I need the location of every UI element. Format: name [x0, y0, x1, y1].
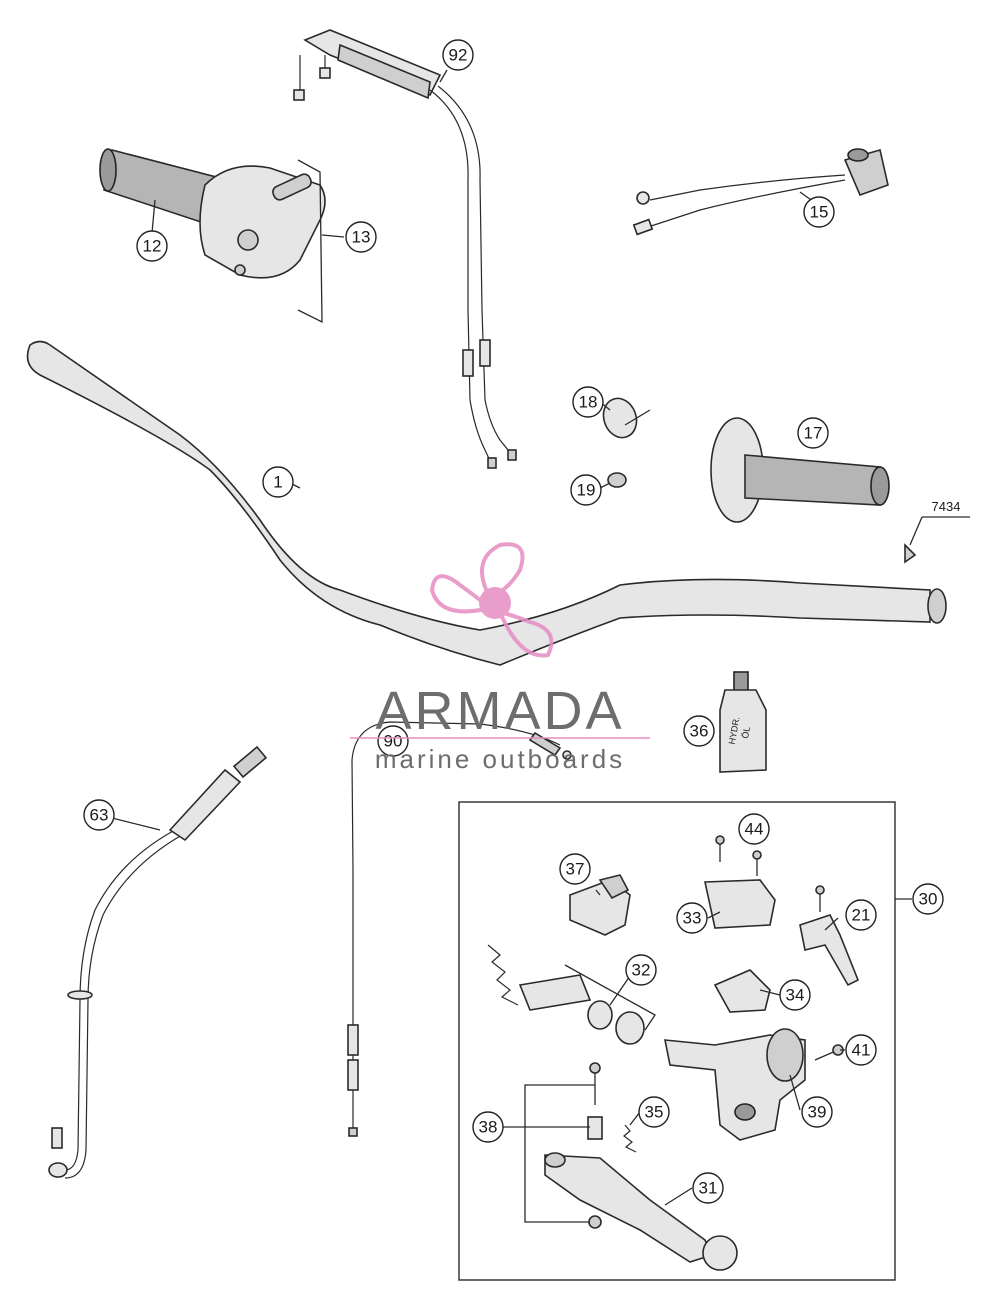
watermark-brand: ARMADA	[375, 681, 624, 741]
callout-label: 18	[579, 393, 598, 412]
callout-39: 39	[801, 1096, 833, 1128]
callout-38: 38	[472, 1111, 504, 1143]
callout-37: 37	[559, 853, 591, 885]
oil-bottle	[719, 671, 767, 773]
callout-44: 44	[738, 813, 770, 845]
callout-30: 30	[912, 883, 944, 915]
pivot-bolt	[524, 1062, 603, 1229]
bottle-label-line2: ÖL	[740, 726, 752, 740]
callout-31: 31	[692, 1172, 724, 1204]
clutch-cable	[347, 721, 572, 1137]
adjuster-lever	[799, 885, 860, 987]
handlebar	[26, 340, 947, 666]
mounting-bolt	[814, 1044, 844, 1061]
callout-label: 31	[699, 1179, 718, 1198]
callout-label: 35	[645, 1103, 664, 1122]
callout-13: 13	[345, 221, 377, 253]
callout-label: 34	[786, 986, 805, 1005]
watermark-tagline: marine outboards	[375, 744, 625, 774]
callout-92: 92	[442, 39, 474, 71]
kill-switch	[632, 148, 889, 236]
left-grip	[710, 417, 890, 523]
callout-label: 15	[810, 203, 829, 222]
part-code-label: 7434	[932, 499, 961, 514]
return-spring	[623, 1124, 637, 1153]
ring	[607, 472, 627, 488]
propeller-icon	[429, 542, 554, 658]
lever-bracket	[569, 874, 631, 936]
callout-label: 41	[852, 1041, 871, 1060]
watermark: ARMADA marine outboards	[350, 542, 650, 774]
throttle-cables	[293, 29, 517, 469]
cylinder-body	[664, 1028, 806, 1141]
callout-label: 32	[632, 961, 651, 980]
bar-end-pin	[904, 516, 970, 564]
callout-label: 13	[352, 228, 371, 247]
callout-32: 32	[625, 954, 657, 986]
callout-19: 19	[570, 474, 602, 506]
callout-label: 63	[90, 806, 109, 825]
callout-label: 37	[566, 860, 585, 879]
callout-label: 33	[683, 909, 702, 928]
bottle-label: HYDR. ÖL	[727, 716, 752, 745]
piston-spring	[487, 944, 656, 1045]
callout-15: 15	[803, 196, 835, 228]
callout-63: 63	[83, 799, 115, 831]
callout-label: 12	[143, 237, 162, 256]
callout-33: 33	[676, 902, 708, 934]
callout-17: 17	[797, 417, 829, 449]
callout-21: 21	[845, 899, 877, 931]
callout-label: 44	[745, 820, 764, 839]
callout-label: 92	[449, 46, 468, 65]
callout-35: 35	[638, 1096, 670, 1128]
diaphragm	[713, 969, 771, 1013]
callout-label: 30	[919, 890, 938, 909]
callout-34: 34	[779, 979, 811, 1011]
callout-label: 1	[273, 473, 282, 492]
callout-label: 21	[852, 906, 871, 925]
callout-36: 36	[683, 715, 715, 747]
reservoir-cover	[704, 835, 776, 929]
grip-bracket	[297, 159, 323, 324]
callout-18: 18	[572, 386, 604, 418]
callout-12: 12	[136, 230, 168, 262]
callout-label: 17	[804, 424, 823, 443]
cable-tie	[602, 397, 651, 439]
bottle-label-line1: HYDR.	[727, 716, 742, 745]
callout-1: 1	[262, 466, 294, 498]
callout-label: 90	[384, 732, 403, 751]
master-cylinder-box	[458, 801, 912, 1281]
callout-41: 41	[845, 1034, 877, 1066]
callout-90: 90	[377, 725, 409, 757]
brake-hose	[48, 745, 268, 1179]
callout-label: 19	[577, 481, 596, 500]
callout-label: 38	[479, 1118, 498, 1137]
callout-label: 39	[808, 1103, 827, 1122]
throttle-grip	[99, 148, 326, 279]
brake-lever	[544, 1152, 738, 1271]
callout-label: 36	[690, 722, 709, 741]
